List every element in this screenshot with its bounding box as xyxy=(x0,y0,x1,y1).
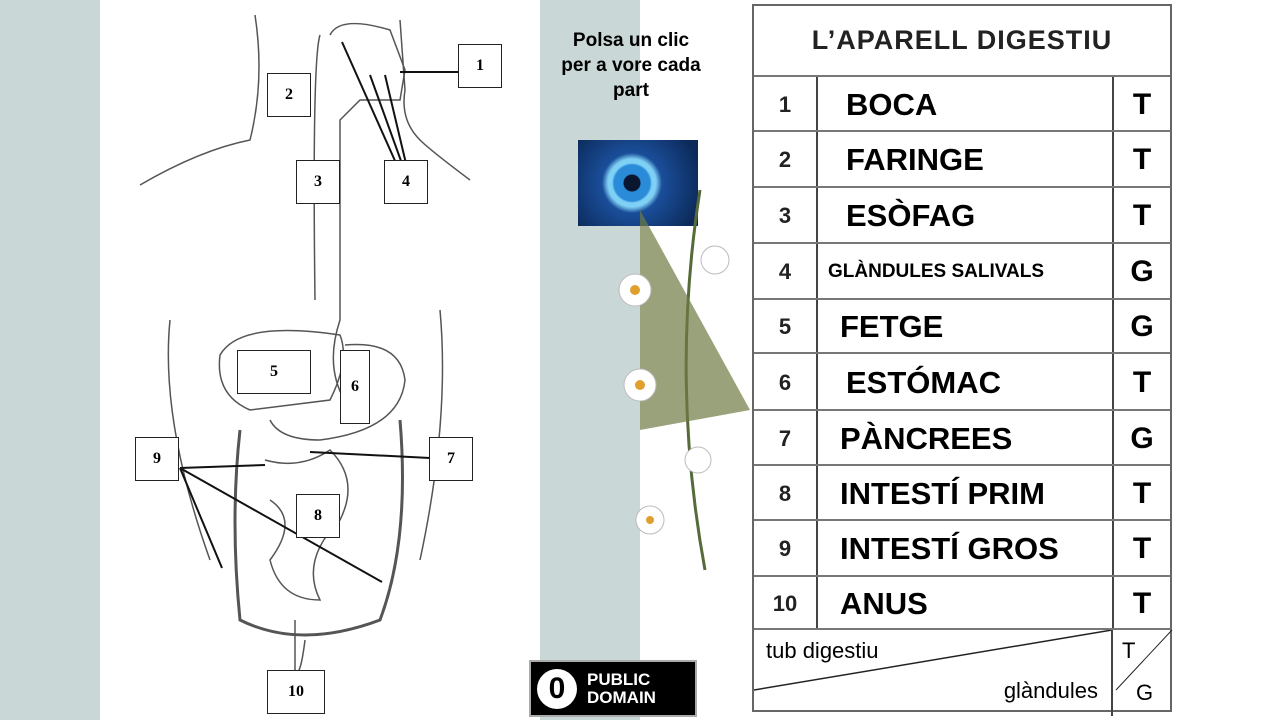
diagram-label-9[interactable]: 9 xyxy=(135,437,179,481)
row-part-name: FARINGE xyxy=(846,142,984,177)
row-type: T xyxy=(1112,77,1170,132)
row-type: G xyxy=(1112,300,1170,354)
legend-glandules: glàndules xyxy=(1003,678,1098,703)
row-part-name: INTESTÍ GROS xyxy=(840,531,1059,566)
row-number: 3 xyxy=(754,188,818,244)
table-row: 8 INTESTÍ PRIM T xyxy=(754,464,1170,521)
row-number: 10 xyxy=(754,577,818,630)
diagram-label-3[interactable]: 3 xyxy=(296,160,340,204)
row-type: G xyxy=(1112,244,1170,300)
table-row: 2 FARINGE T xyxy=(754,130,1170,188)
left-strip xyxy=(0,0,100,720)
row-number: 5 xyxy=(754,300,818,354)
diagram-label-1[interactable]: 1 xyxy=(458,44,502,88)
zero-icon: 0 xyxy=(537,668,577,709)
row-part-name: ANUS xyxy=(840,585,928,621)
row-part-name: ESÒFAG xyxy=(846,198,976,233)
row-number: 1 xyxy=(754,77,818,132)
table-row: 7 PÀNCREES G xyxy=(754,409,1170,466)
legend-g: G xyxy=(1136,680,1154,705)
table-row: 3 ESÒFAG T xyxy=(754,186,1170,244)
table-row: 10 ANUS T xyxy=(754,575,1170,630)
row-number: 7 xyxy=(754,411,818,466)
row-type: T xyxy=(1112,354,1170,411)
table-row: 5 FETGE G xyxy=(754,298,1170,354)
row-number: 6 xyxy=(754,354,818,411)
diagram-label-10[interactable]: 10 xyxy=(267,670,325,714)
row-type: T xyxy=(1112,188,1170,244)
legend-t: T xyxy=(1122,638,1136,663)
row-part-name: FETGE xyxy=(840,309,944,344)
diagram-label-6[interactable]: 6 xyxy=(340,350,370,424)
row-number: 9 xyxy=(754,521,818,577)
digestive-table: L’APARELL DIGESTIU 1 BOCA T 2 FARINGE T 3 ESÒFA… xyxy=(752,4,1173,716)
row-type: T xyxy=(1112,577,1170,630)
legend: tub digestiu glàndules T G xyxy=(754,628,1173,716)
row-number: 4 xyxy=(754,244,818,300)
table-row: 4 GLÀNDULES SALIVALS G xyxy=(754,242,1170,300)
row-part-name: ESTÓMAC xyxy=(846,364,1001,400)
badge-line1: PUBLIC xyxy=(587,669,651,689)
row-number: 2 xyxy=(754,132,818,188)
row-part-name: BOCA xyxy=(846,86,938,122)
diagram-label-4[interactable]: 4 xyxy=(384,160,428,204)
row-part-name: PÀNCREES xyxy=(840,420,1013,456)
row-type: T xyxy=(1112,132,1170,188)
eye-image-button[interactable] xyxy=(578,140,698,226)
diagram-label-7[interactable]: 7 xyxy=(429,437,473,481)
diagram-label-8[interactable]: 8 xyxy=(296,494,340,538)
middle-strip xyxy=(540,0,640,720)
instruction-text: Polsa un clic per a vore cada part xyxy=(561,30,701,101)
row-number: 8 xyxy=(754,466,818,521)
fern-flower-decoration xyxy=(618,189,750,571)
badge-line2: DOMAIN xyxy=(587,687,656,707)
diagram-label-2[interactable]: 2 xyxy=(267,73,311,117)
diagram-label-5[interactable]: 5 xyxy=(237,350,311,394)
row-part-name: INTESTÍ PRIM xyxy=(840,475,1045,511)
table-row: 1 BOCA T xyxy=(754,75,1170,132)
row-type: G xyxy=(1112,411,1170,466)
legend-tub: tub digestiu xyxy=(766,638,879,663)
table-row: 9 INTESTÍ GROS T xyxy=(754,519,1170,577)
row-part-name: GLÀNDULES SALIVALS xyxy=(828,261,1045,282)
table-row: 6 ESTÓMAC T xyxy=(754,352,1170,411)
table-title: L’APARELL DIGESTIU xyxy=(811,25,1113,55)
digestive-diagram xyxy=(139,14,471,673)
row-type: T xyxy=(1112,521,1170,577)
row-type: T xyxy=(1112,466,1170,521)
